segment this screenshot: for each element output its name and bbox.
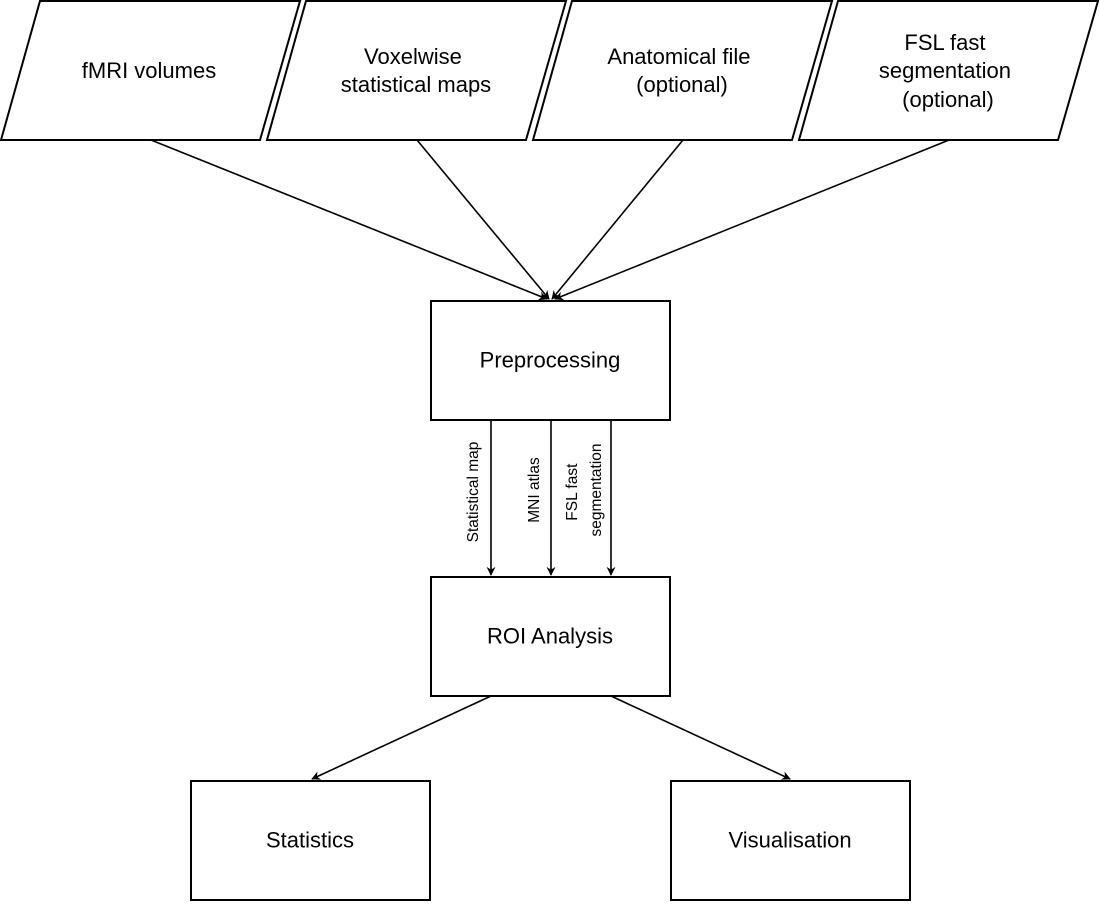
node-preprocessing-label: Preprocessing xyxy=(480,348,621,373)
input-fsl-fast-segmentation: FSL fast segmentation (optional) xyxy=(797,0,1100,141)
node-statistics-box xyxy=(190,780,431,901)
node-visualisation-label: Visualisation xyxy=(728,828,851,853)
node-visualisation-box xyxy=(670,780,911,901)
edge-roi-to-statistics xyxy=(311,695,492,780)
edge-label-mni-atlas: MNI atlas xyxy=(526,457,543,523)
node-roi-analysis-box xyxy=(430,576,671,697)
input-anatomical-file-label: Anatomical file (optional) xyxy=(607,44,756,97)
node-statistics-label: Statistics xyxy=(266,828,354,853)
node-preprocessing: Preprocessing xyxy=(430,300,671,421)
edge-roi-to-visualisation xyxy=(610,695,791,780)
node-roi-analysis: ROI Analysis xyxy=(430,576,671,697)
edge-fmri-to-preprocessing xyxy=(150,139,548,301)
edge-anatomical-to-preprocessing xyxy=(551,139,684,300)
input-voxelwise-statistical-maps: Voxelwise statistical maps xyxy=(265,0,568,141)
node-roi-analysis-label: ROI Analysis xyxy=(487,624,613,649)
input-fsl-fast-segmentation-label: FSL fast segmentation (optional) xyxy=(879,30,1017,112)
edge-label-statistical-map: Statistical map xyxy=(465,442,482,543)
input-voxelwise-statistical-maps-label: Voxelwise statistical maps xyxy=(341,44,491,97)
input-fmri-volumes: fMRI volumes xyxy=(0,0,302,141)
input-anatomical-file-shape xyxy=(531,0,834,141)
edge-label-fsl-fast-segmentation: FSL fast segmentation xyxy=(564,443,605,536)
input-fsl-fast-segmentation-shape xyxy=(797,0,1100,141)
edge-fsl-to-preprocessing xyxy=(554,139,950,301)
input-fmri-volumes-label: fMRI volumes xyxy=(82,58,216,83)
node-visualisation: Visualisation xyxy=(670,780,911,901)
input-voxelwise-statistical-maps-shape xyxy=(265,0,568,141)
input-anatomical-file: Anatomical file (optional) xyxy=(531,0,834,141)
input-fmri-volumes-shape xyxy=(0,0,302,141)
node-statistics: Statistics xyxy=(190,780,431,901)
edge-voxelwise-to-preprocessing xyxy=(416,139,550,300)
